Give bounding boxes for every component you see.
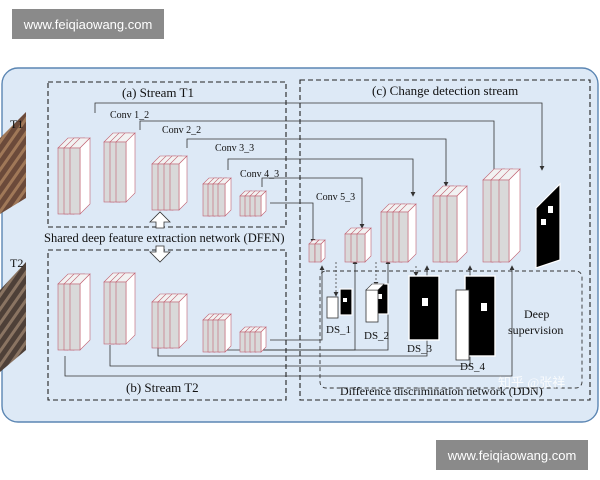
ds-output-2 <box>365 283 389 323</box>
cd-block-5 <box>308 239 326 263</box>
layer-front-face <box>217 319 226 353</box>
shared-arrow-down <box>149 245 171 263</box>
connections-t1 <box>94 102 545 244</box>
layer-side-face <box>224 177 232 217</box>
layer-front-face <box>169 163 180 211</box>
layer-front-face <box>498 179 510 263</box>
layer-side-face <box>178 155 188 211</box>
final-output <box>535 182 561 269</box>
layer-front-face <box>69 283 81 351</box>
cd-block-3 <box>380 203 417 263</box>
stream-t2-title: (b) Stream T2 <box>126 380 199 395</box>
cd-block-1 <box>482 168 521 263</box>
layer-front-face <box>217 183 226 217</box>
watermark-bottom: www.feiqiaowang.com <box>436 440 588 470</box>
ds-label-2: DS_2 <box>364 330 389 342</box>
t1-block-1 <box>57 137 91 215</box>
ds-label-1: DS_1 <box>326 324 351 336</box>
layer-front-face <box>169 301 180 349</box>
input-label-t2: T2 <box>10 256 23 270</box>
layer-side-face <box>125 132 136 203</box>
watermark-top: www.feiqiaowang.com <box>12 9 164 39</box>
layer-front-face <box>69 147 81 215</box>
ds-output-1 <box>326 288 353 319</box>
t1-block-5 <box>239 190 267 217</box>
layer-side-face <box>125 272 136 345</box>
cd-block-2 <box>432 185 468 263</box>
t1-block-3 <box>151 155 188 211</box>
layer-front-face <box>446 195 458 263</box>
layer-front-face <box>308 243 316 263</box>
deep-supervision-line1: Deep <box>524 307 549 321</box>
change-stream-box <box>299 79 591 401</box>
layer-side-face <box>364 227 372 263</box>
ds-output-4 <box>455 275 496 361</box>
ddn-label: Difference discrimination network (DDN) <box>340 384 543 398</box>
input-label-t1: T1 <box>10 117 23 131</box>
layer-side-face <box>508 168 521 263</box>
zhihu-overlay: 知乎 @张祥 <box>498 375 565 390</box>
change-stream-title: (c) Change detection stream <box>372 83 518 98</box>
t2-block-4 <box>202 313 232 353</box>
stream-t2-box <box>47 249 287 401</box>
panel-background <box>1 67 599 423</box>
t1-block-4 <box>202 177 232 217</box>
dfen-label: Shared deep feature extraction network (… <box>44 231 285 245</box>
layer-front-face <box>254 331 262 353</box>
deep-supervision-line2: supervision <box>508 323 563 337</box>
conv-label-2-2: Conv 2_2 <box>162 125 201 136</box>
conv-label-3-3: Conv 3_3 <box>215 143 254 154</box>
layer-side-face <box>456 185 468 263</box>
layer-front-face <box>254 195 262 217</box>
conv-label-1-2: Conv 1_2 <box>110 110 149 121</box>
t1-block-2 <box>103 132 136 203</box>
input-image-t1 <box>0 112 26 214</box>
stream-t1-title: (a) Stream T1 <box>122 85 194 100</box>
ds-output-3 <box>408 275 440 341</box>
t2-block-1 <box>57 273 91 351</box>
layer-front-face <box>115 141 127 203</box>
layer-front-face <box>356 233 366 263</box>
conv-layer-blocks <box>57 132 521 353</box>
ds-label-3: DS_3 <box>407 343 433 355</box>
ds-label-4: DS_4 <box>460 361 486 373</box>
t2-block-5 <box>239 326 267 353</box>
layer-front-face <box>398 211 409 263</box>
layer-side-face <box>79 137 91 215</box>
t2-block-2 <box>103 272 136 345</box>
t2-block-3 <box>151 293 188 349</box>
layer-side-face <box>407 203 417 263</box>
ddn-box <box>319 270 583 389</box>
layer-side-face <box>224 313 232 353</box>
input-image-t2 <box>0 262 26 372</box>
layer-front-face <box>314 243 322 263</box>
ds-connections <box>333 262 473 297</box>
conv-label-5-3: Conv 5_3 <box>316 192 355 203</box>
layer-front-face <box>115 281 127 345</box>
layer-side-face <box>320 239 326 263</box>
layer-side-face <box>79 273 91 351</box>
conv-label-4-3: Conv 4_3 <box>240 169 279 180</box>
shared-arrow-up <box>149 211 171 229</box>
cd-block-4 <box>344 227 372 263</box>
layer-side-face <box>178 293 188 349</box>
